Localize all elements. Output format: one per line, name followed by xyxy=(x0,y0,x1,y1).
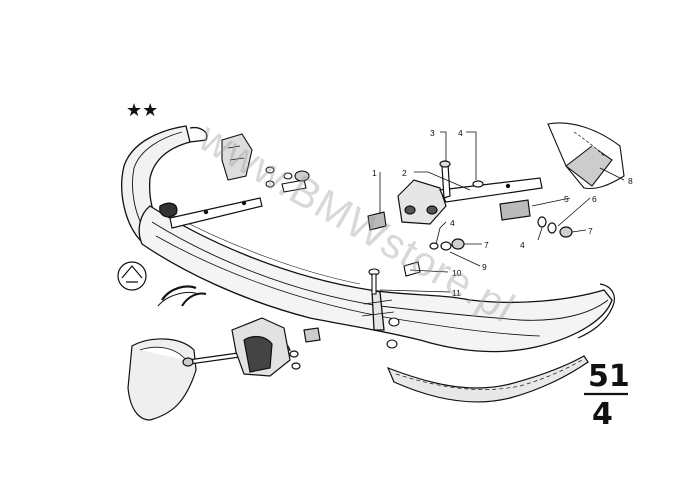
right-bracket xyxy=(397,160,573,251)
section-subgroup: 4 xyxy=(592,397,613,432)
callout-10: 10 xyxy=(452,268,462,278)
upper-left-mount xyxy=(221,133,310,193)
callout-6: 6 xyxy=(592,194,597,204)
callout-8: 8 xyxy=(628,176,633,186)
center-hardware xyxy=(367,211,421,349)
lower-trim-strip xyxy=(386,355,589,403)
callout-7-right: 7 xyxy=(588,226,593,236)
overrider-guard xyxy=(127,338,197,421)
lower-left-assembly xyxy=(127,285,321,421)
bumper-main-beam xyxy=(138,205,613,353)
callout-5: 5 xyxy=(564,194,569,204)
callout-2: 2 xyxy=(402,168,407,178)
callout-numbers: 1 2 3 4 4 4 5 6 7 7 7 8 9 10 11 xyxy=(372,128,633,298)
section-reference: 51 4 xyxy=(584,359,630,432)
leader-lines xyxy=(379,131,625,293)
callout-11: 11 xyxy=(452,288,461,298)
callout-4-middle: 4 xyxy=(450,218,455,228)
callout-7-middle: 7 xyxy=(484,240,489,250)
bumper-center-joint xyxy=(371,289,385,331)
callout-3: 3 xyxy=(430,128,435,138)
callout-1: 1 xyxy=(372,168,377,178)
hood-symbol xyxy=(117,261,147,291)
callout-9: 9 xyxy=(482,262,487,272)
left-bracket xyxy=(169,197,263,229)
callout-4-top: 4 xyxy=(458,128,463,138)
body-panel xyxy=(547,122,625,190)
marker-stars: ★★ xyxy=(126,100,158,121)
section-group: 51 xyxy=(588,359,630,394)
bumper-drawing xyxy=(121,125,615,353)
callout-4-right: 4 xyxy=(520,240,525,250)
